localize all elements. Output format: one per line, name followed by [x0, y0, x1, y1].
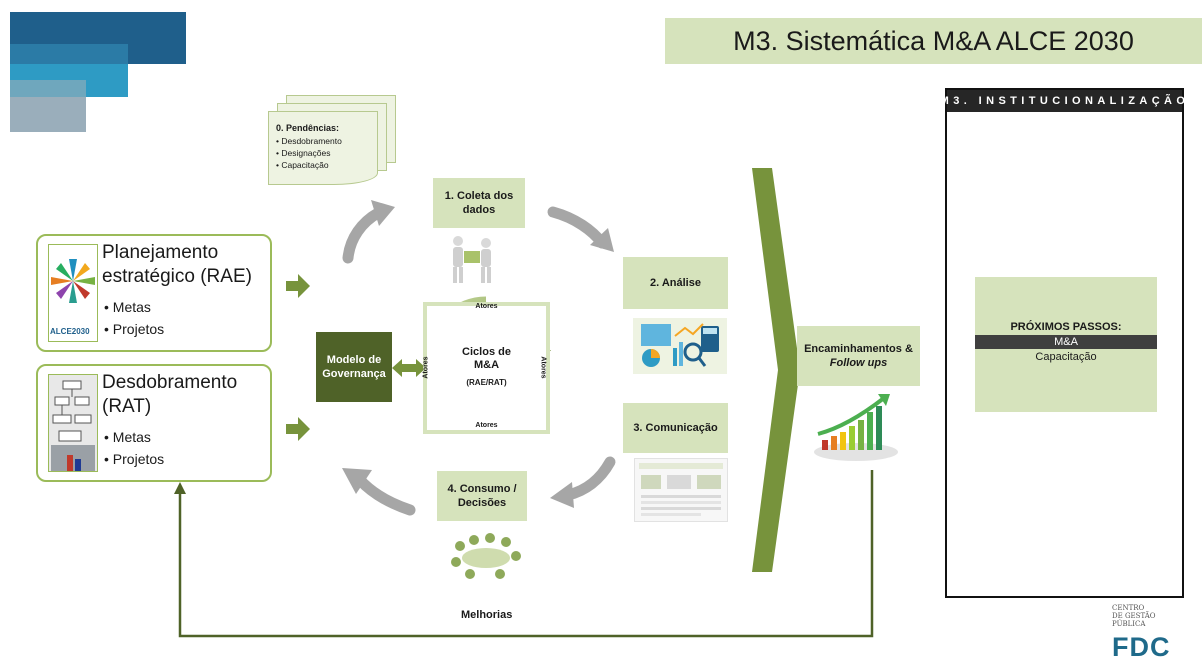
alce-logo-thumbnail: ALCE2030 — [48, 244, 98, 342]
alce-logo-text: ALCE2030 — [50, 327, 90, 336]
pendencias-item: • Designações — [276, 148, 331, 158]
encaminhamentos-line-2: Follow ups — [829, 357, 888, 369]
people-analyzing-icon — [453, 236, 491, 283]
flowchart-thumbnail — [48, 374, 98, 472]
fdc-logo: FDC — [1112, 632, 1171, 662]
planejamento-title-2: estratégico (RAE) — [102, 266, 252, 287]
next-steps-item: Capacitação — [1035, 351, 1097, 363]
cycle-box: Atores Atores Atores Atores Ciclos de M&… — [423, 302, 550, 434]
page-title: M3. Sistemática M&A ALCE 2030 — [665, 18, 1202, 64]
pendencias-title: 0. Pendências: — [276, 123, 340, 133]
step-analise: 2. Análise — [623, 257, 728, 309]
step-consumo: 4. Consumo / Decisões — [437, 471, 527, 521]
step-coleta-line-2: dados — [462, 204, 496, 216]
brand-line-2: DE GESTÃO — [1112, 612, 1156, 620]
brand-line-3: PÚBLICA — [1112, 620, 1146, 628]
growth-chart-icon — [814, 394, 898, 461]
report-screenshot-icon — [634, 458, 728, 522]
governance-line-1: Modelo de — [326, 354, 382, 366]
next-steps-title: PRÓXIMOS PASSOS: — [1010, 321, 1122, 333]
planejamento-bullets: Metas Projetos — [104, 296, 164, 340]
desdobramento-title-2: (RAT) — [102, 396, 152, 417]
pendencias-item: • Capacitação — [276, 160, 329, 170]
desdobramento-title-1: Desdobramento — [102, 372, 238, 393]
pendencias-list: • Desdobramento • Designações • Capacita… — [276, 135, 342, 171]
step-coleta-line-1: 1. Coleta dos — [444, 190, 514, 202]
planejamento-card: ALCE2030 Planejamento estratégico (RAE) … — [36, 234, 272, 352]
brand-block: CENTRO DE GESTÃO PÚBLICA FDC — [1112, 604, 1198, 668]
cycle-line-2: M&A — [473, 359, 500, 371]
analytics-icon — [633, 318, 727, 374]
brand-line-1: CENTRO — [1112, 604, 1145, 612]
next-steps-highlight: M&A — [975, 335, 1157, 349]
melhorias-label: Melhorias — [461, 609, 513, 621]
governance-model-box: Modelo de Governança — [316, 332, 392, 402]
alce-logo-icon — [51, 259, 95, 303]
bullet-item: Metas — [104, 296, 164, 318]
step-coleta: 1. Coleta dos dados — [433, 178, 525, 228]
cycle-label: Ciclos de M&A (RAE/RAT) — [427, 346, 546, 389]
cycle-line-1: Ciclos de — [462, 346, 511, 358]
cycle-line-3: (RAE/RAT) — [466, 378, 507, 387]
institucionalizacao-panel: M3. INSTITUCIONALIZAÇÃO PRÓXIMOS PASSOS:… — [940, 88, 1185, 598]
encaminhamentos-box: Encaminhamentos & Follow ups — [797, 326, 920, 386]
corner-decoration — [10, 12, 186, 132]
desdobramento-bullets: Metas Projetos — [104, 426, 164, 470]
encaminhamentos-line-1: Encaminhamentos & — [804, 343, 913, 355]
pendencias-item: • Desdobramento — [276, 136, 342, 146]
pendencias-note: 0. Pendências: • Desdobramento • Designa… — [268, 95, 396, 187]
bullet-item: Projetos — [104, 318, 164, 340]
step-consumo-line-2: Decisões — [457, 497, 507, 509]
step-comunicacao: 3. Comunicação — [623, 403, 728, 453]
atores-top-label: Atores — [475, 303, 498, 310]
flowchart-icon — [51, 380, 95, 471]
institucionalizacao-header: M3. INSTITUCIONALIZAÇÃO — [940, 90, 1185, 112]
planejamento-title-1: Planejamento — [102, 242, 219, 263]
next-steps-box: PRÓXIMOS PASSOS: M&A Capacitação — [975, 277, 1157, 412]
step-consumo-line-1: 4. Consumo / — [447, 483, 517, 495]
governance-line-2: Governança — [322, 368, 386, 380]
desdobramento-card: Desdobramento (RAT) Metas Projetos — [36, 364, 272, 482]
bullet-item: Projetos — [104, 448, 164, 470]
meeting-table-icon — [451, 533, 521, 579]
atores-bottom-label: Atores — [475, 422, 498, 429]
bullet-item: Metas — [104, 426, 164, 448]
